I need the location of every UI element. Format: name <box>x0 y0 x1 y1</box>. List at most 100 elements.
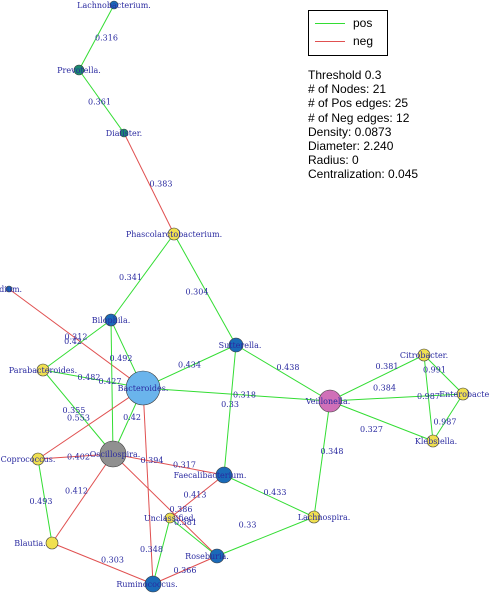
node-label-blau: Blautia. <box>14 539 45 548</box>
edge-osci-rose <box>112 453 218 557</box>
node-clos <box>5 285 13 293</box>
edge-bact-veil <box>142 387 331 402</box>
node-label-bact: Bacteroides. <box>118 384 169 393</box>
edge-dial-phas <box>123 132 175 235</box>
node-label-rose: Roseburia. <box>185 552 229 561</box>
edge-weight-citr-ente: 0.991 <box>423 366 446 375</box>
node-label-phas: Phascolarctobacterium. <box>126 230 222 239</box>
edge-lach-prev <box>78 4 115 71</box>
node-label-prev: Prevotella. <box>57 66 101 75</box>
edge-weight-lach-prev: 0.316 <box>95 34 118 43</box>
edge-labels-layer: 0.3160.3610.3830.3410.3040.3120.420.4920… <box>30 34 457 576</box>
edge-phas-bilo <box>110 233 175 321</box>
edge-uncl-rose <box>169 517 218 557</box>
network-stats: Threshold 0.3 # of Nodes: 21 # of Pos ed… <box>308 68 418 182</box>
edge-weight-citr-kleb: 0.987 <box>417 392 440 401</box>
edge-bact-rumi <box>142 387 154 585</box>
edge-weight-phas-bilo: 0.341 <box>119 273 142 282</box>
edge-weight-veil-citr: 0.381 <box>376 362 399 371</box>
edge-weight-veil-kleb: 0.327 <box>360 425 383 434</box>
node-rose <box>209 548 225 564</box>
node-label-ente: Enterobacter. <box>439 390 489 399</box>
node-lach <box>109 0 119 10</box>
node-rumi <box>144 575 162 593</box>
edge-clos-bact <box>8 288 144 389</box>
edge-rose-rumi <box>152 555 218 585</box>
legend-neg-entry: neg <box>315 34 373 48</box>
node-veil <box>318 389 342 413</box>
edge-weight-bact-copr: 0.553 <box>67 414 90 423</box>
edge-weight-bact-veil: 0.318 <box>233 391 256 400</box>
edge-weight-uncl-rose: 0.381 <box>174 518 197 527</box>
node-copr <box>31 452 45 466</box>
node-phas <box>167 227 181 241</box>
edge-bilo-osci <box>110 319 114 455</box>
edge-lachno-rose <box>216 516 315 557</box>
edge-weight-uncl-rumi: 0.348 <box>140 545 163 554</box>
node-lachno <box>307 510 321 524</box>
edge-weight-bilo-bact: 0.492 <box>110 354 133 363</box>
edge-sutt-veil <box>235 344 331 402</box>
legend-pos-label: pos <box>353 16 373 30</box>
edge-osci-faec <box>112 453 225 476</box>
edge-para-osci <box>42 369 114 455</box>
edge-weight-copr-blau: 0.493 <box>30 497 53 506</box>
edge-prev-dial <box>78 69 125 134</box>
edge-citr-kleb <box>423 354 434 442</box>
stat-threshold: Threshold 0.3 <box>308 68 382 82</box>
edge-blau-rumi <box>51 542 154 585</box>
stat-nodes: # of Nodes: 21 <box>308 82 387 97</box>
stat-centralization: Centralization: 0.045 <box>308 167 419 182</box>
edge-weight-bilo-osci: 0.427 <box>99 377 122 386</box>
node-uncl <box>164 512 176 524</box>
edge-weight-rose-rumi: 0.366 <box>174 566 197 575</box>
node-label-lachno: Lachnospira. <box>298 513 351 522</box>
edge-veil-citr <box>329 354 425 402</box>
node-label-bilo: Bilophila. <box>92 316 131 325</box>
edge-citr-ente <box>423 354 464 395</box>
node-label-faec: Faecalibacterium. <box>174 471 247 480</box>
node-label-kleb: Klebsiella. <box>415 437 457 446</box>
node-blau <box>45 536 59 550</box>
edge-copr-blau <box>37 458 53 544</box>
edge-weight-blau-rumi: 0.303 <box>101 556 124 565</box>
edge-weight-osci-blau: 0.412 <box>65 487 88 496</box>
edge-weight-phas-sutt: 0.304 <box>186 288 209 297</box>
edge-osci-blau <box>51 453 114 544</box>
edge-weight-veil-ente: 0.384 <box>373 384 396 393</box>
stat-neg-edges: # of Neg edges: 12 <box>308 110 410 125</box>
node-label-clos: Clostridium. <box>0 285 22 294</box>
node-dial <box>119 128 129 138</box>
edge-ente-kleb <box>432 393 464 442</box>
node-label-copr: Coprococcus. <box>1 455 56 464</box>
edge-weight-bilo-para: 0.42 <box>64 337 82 346</box>
node-para <box>36 363 50 377</box>
edge-veil-lachno <box>313 400 331 518</box>
nodes-layer <box>5 0 470 593</box>
node-bact <box>125 370 161 406</box>
edge-weight-faec-lachno: 0.433 <box>264 488 287 497</box>
node-label-dial: Dialister. <box>106 129 142 138</box>
edge-weight-dial-phas: 0.383 <box>150 180 173 189</box>
edge-bilo-para <box>42 319 112 371</box>
edges-layer <box>8 4 464 585</box>
node-osci <box>99 440 127 468</box>
node-label-para: Parabacteroides. <box>9 366 77 375</box>
edge-weight-sutt-veil: 0.438 <box>277 363 300 372</box>
edge-weight-copr-osci: 0.402 <box>67 453 90 462</box>
stat-density: Density: 0.0873 <box>308 124 392 139</box>
edge-sutt-faec <box>223 344 237 476</box>
stat-radius: Radius: 0 <box>308 153 359 168</box>
edge-faec-lachno <box>223 474 315 518</box>
edge-weight-lachno-rose: 0.33 <box>239 521 257 530</box>
node-citr <box>417 348 431 362</box>
edge-weight-veil-lachno: 0.348 <box>321 447 344 456</box>
legend: pos neg <box>308 10 388 56</box>
node-sutt <box>228 337 244 353</box>
edge-bact-copr <box>37 387 144 460</box>
legend-pos-swatch <box>315 22 345 24</box>
edge-weight-osci-faec: 0.317 <box>173 461 196 470</box>
node-label-sutt: Sutterella. <box>219 341 262 350</box>
edge-weight-sutt-bact: 0.434 <box>178 361 201 370</box>
